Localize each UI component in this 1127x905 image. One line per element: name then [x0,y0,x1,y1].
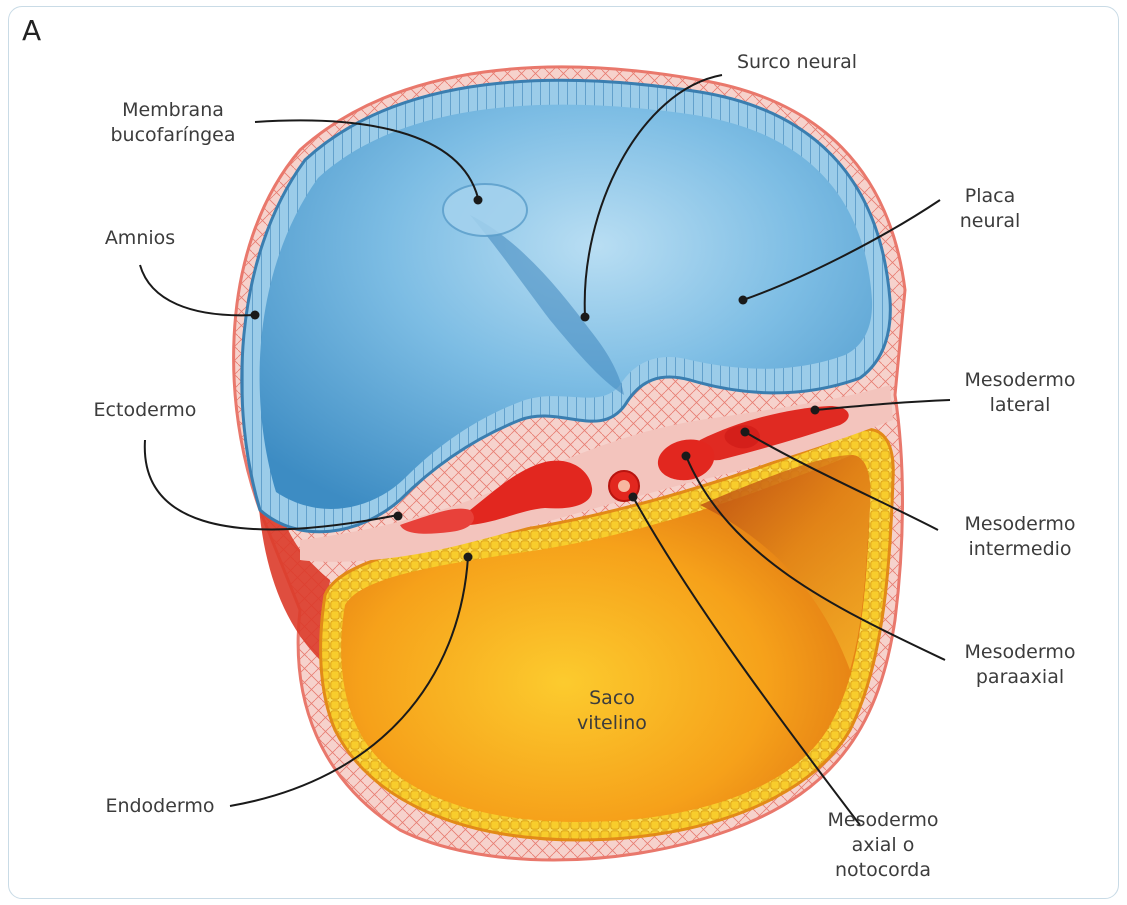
label-placa-neural: Placa neural [930,184,1050,234]
dot-membrana [474,196,483,205]
label-mesodermo-lateral: Mesodermo lateral [945,368,1095,418]
label-membrana-bucofaringea: Membrana bucofaríngea [98,98,248,148]
dot-placa [739,296,748,305]
dot-ectodermo [394,512,403,521]
label-surco-neural: Surco neural [722,50,872,75]
dot-surco [581,313,590,322]
label-mesodermo-axial: Mesodermo axial o notocorda [808,808,958,883]
dot-mes-axial [629,493,638,502]
label-endodermo: Endodermo [85,794,235,819]
label-mesodermo-intermedio: Mesodermo intermedio [940,512,1100,562]
label-mesodermo-paraaxial: Mesodermo paraaxial [945,640,1095,690]
buccopharyngeal-membrane [443,184,527,236]
label-amnios: Amnios [80,226,200,251]
label-saco-vitelino: Saco vitelino [552,686,672,736]
dot-endodermo [464,553,473,562]
dot-mes-lateral [811,406,820,415]
dot-mes-paraaxial [682,452,691,461]
label-ectodermo: Ectodermo [70,398,220,423]
dot-mes-intermedio [741,428,750,437]
dot-amnios [251,311,260,320]
